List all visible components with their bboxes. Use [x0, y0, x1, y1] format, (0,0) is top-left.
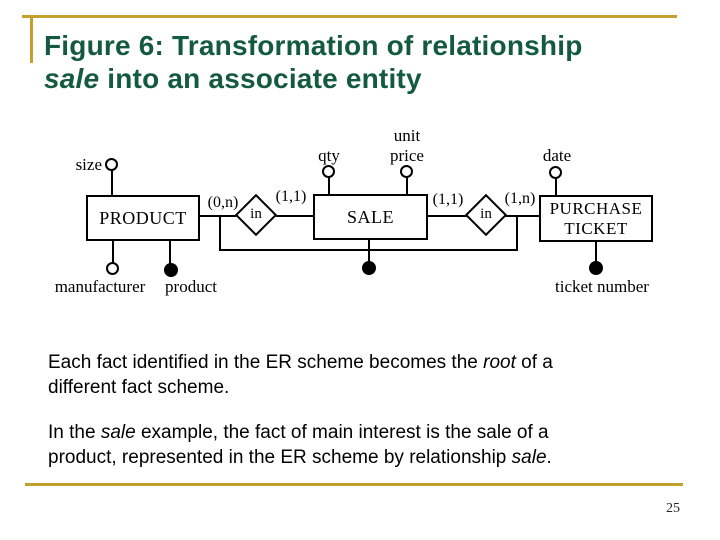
line-in2-to-ticket	[497, 215, 540, 217]
paragraph-1-line-2: different fact scheme.	[48, 375, 678, 400]
date-attribute-circle	[549, 166, 562, 179]
left-accent-rule	[30, 15, 33, 63]
title-line-1: Figure 6: Transformation of relationship	[44, 30, 583, 61]
line-date-attr	[555, 178, 557, 195]
relationship-in-2-label: in	[480, 206, 492, 222]
cardinality-1n-label: (1,n)	[504, 190, 536, 207]
title-line-2-rest: into an associate entity	[99, 63, 422, 94]
unit-price-attribute-circle	[400, 165, 413, 178]
paragraph-2-line-2: product, represented in the ER scheme by…	[48, 445, 678, 470]
cardinality-0n-label: (0,n)	[207, 194, 239, 211]
qty-attribute-circle	[322, 165, 335, 178]
page-title: Figure 6: Transformation of relationship…	[44, 29, 684, 95]
line-ticket-number-attr	[595, 242, 597, 262]
line-qty-attr	[328, 177, 330, 194]
sale-identifier-dot	[362, 261, 376, 275]
bottom-accent-rule	[25, 483, 683, 486]
text-run: different fact scheme.	[48, 377, 230, 398]
manufacturer-attribute-label: manufacturer	[54, 277, 146, 296]
italic-word-sale: sale	[511, 447, 547, 468]
line-sale-identifier	[368, 240, 370, 262]
size-attribute-label: size	[75, 155, 102, 174]
text-run: product, represented in the ER scheme by…	[48, 447, 512, 468]
paragraph-1-line-1: Each fact identified in the ER scheme be…	[48, 350, 678, 375]
entity-product: PRODUCT	[86, 195, 200, 241]
text-run: Each fact identified in the ER scheme be…	[48, 352, 484, 373]
ticket-number-identifier-dot	[589, 261, 603, 275]
manufacturer-attribute-circle	[106, 262, 119, 275]
paragraph-2: In the sale example, the fact of main in…	[48, 420, 678, 470]
entity-purchase-ticket: PURCHASE TICKET	[539, 195, 653, 242]
line-manufacturer-attr	[112, 241, 114, 263]
paragraph-2-line-1: In the sale example, the fact of main in…	[48, 420, 678, 445]
line-size-attr	[111, 170, 113, 195]
line-in-to-sale	[268, 215, 314, 217]
qty-attribute-label: qty	[318, 146, 340, 165]
ticket-number-attribute-label: ticket number	[555, 277, 649, 296]
italic-word-sale: sale	[100, 422, 136, 443]
text-run: In the	[48, 422, 101, 443]
line-sale-to-in2	[428, 215, 475, 217]
title-line-2: sale into an associate entity	[44, 62, 684, 95]
text-run: .	[546, 447, 552, 468]
top-accent-rule	[22, 15, 677, 18]
line-product-to-in	[200, 215, 245, 217]
line-product-attr	[169, 241, 171, 264]
page-number: 25	[666, 501, 680, 516]
paragraph-1: Each fact identified in the ER scheme be…	[48, 350, 678, 400]
product-identifier-dot	[164, 263, 178, 277]
cardinality-11-left-label: (1,1)	[275, 188, 307, 205]
product-attribute-label: product	[165, 277, 217, 296]
date-attribute-label: date	[542, 146, 572, 165]
relationship-in-1-label: in	[250, 206, 262, 222]
title-italic-word: sale	[44, 63, 100, 94]
entity-sale: SALE	[313, 194, 428, 240]
line-unit-price-attr	[406, 177, 408, 194]
cardinality-11-right-label: (1,1)	[432, 191, 464, 208]
size-attribute-circle	[105, 158, 118, 171]
line-ext-id-horizontal	[219, 249, 518, 251]
line-ext-id-left-drop	[219, 216, 221, 251]
line-ext-id-right-drop	[516, 216, 518, 251]
italic-word-root: root	[483, 352, 516, 373]
unit-price-attribute-label: unit price	[390, 126, 424, 165]
text-run: of a	[515, 352, 553, 373]
text-run: example, the fact of main interest is th…	[135, 422, 549, 443]
